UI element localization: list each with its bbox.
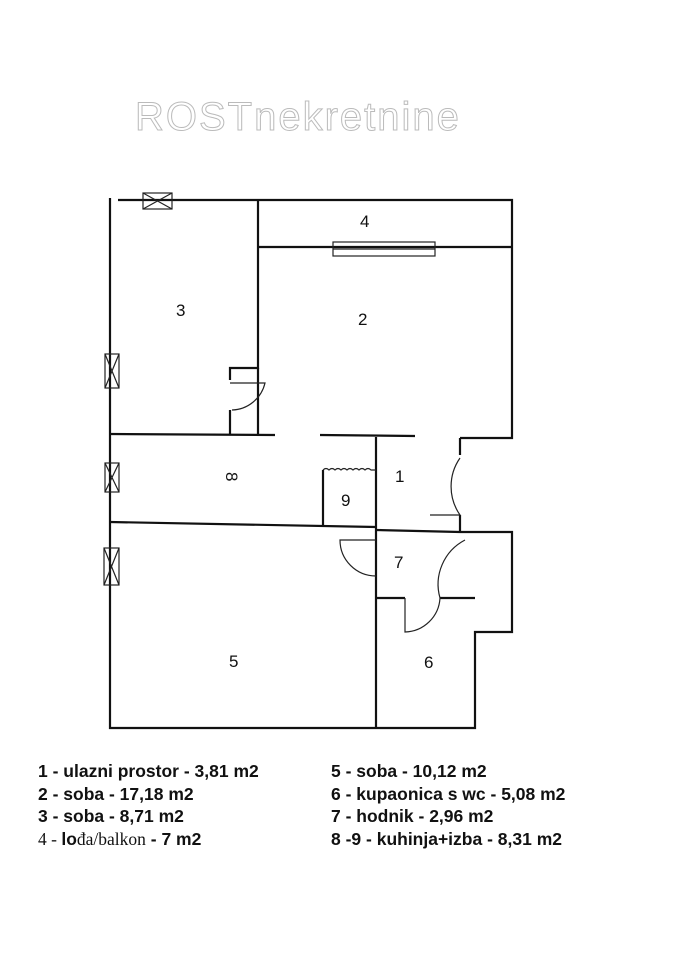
entry-door-swing	[430, 457, 462, 516]
door-swing	[230, 382, 266, 411]
legend-item-3: 3 - soba - 8,71 m2	[38, 806, 184, 826]
legend-item-8-9: 8 -9 - kuhinja+izba - 8,31 m2	[331, 828, 562, 849]
window-icon	[104, 353, 120, 389]
room-label-9: 9	[341, 491, 350, 510]
door-swing	[404, 597, 441, 633]
wall	[109, 432, 276, 437]
wall	[109, 520, 377, 529]
window-icon	[142, 192, 173, 210]
room-label-5: 5	[229, 652, 238, 671]
window-icon	[104, 462, 120, 493]
legend-item-4-name-bold: lo	[61, 828, 77, 849]
legend-item-4: 4 - lođa/balkon - 7 m2	[38, 828, 259, 851]
room-label-6: 6	[424, 653, 433, 672]
legend-right: 5 - soba - 10,12 m2 6 - kupaonica s wc -…	[331, 760, 565, 850]
legend-item-4-area: - 7 m2	[145, 828, 202, 849]
door-swing	[339, 539, 377, 577]
wall	[375, 528, 461, 534]
room-label-3: 3	[176, 301, 185, 320]
wall	[319, 433, 416, 438]
room3-wall	[228, 200, 260, 380]
legend-item-2: 2 - soba - 17,18 m2	[38, 783, 194, 804]
legend-item-6: 6 - kupaonica s wc - 5,08 m2	[331, 783, 566, 804]
door-swing	[437, 539, 466, 599]
window-icon	[103, 547, 120, 586]
legend-item-1: 1 - ulazni prostor - 3,81 m2	[38, 761, 259, 781]
room-label-8: 8	[222, 472, 241, 481]
legend-item-4-prefix: 4 -	[38, 828, 62, 849]
legend-left: 1 - ulazni prostor - 3,81 m2 2 - soba - …	[38, 760, 259, 850]
legend-item-5: 5 - soba - 10,12 m2	[331, 761, 487, 781]
room-label-2: 2	[358, 310, 367, 329]
outer-wall	[108, 198, 514, 730]
room-label-1: 1	[395, 467, 404, 486]
watermark: ROSTnekretnine	[135, 95, 461, 139]
pantry-top	[322, 467, 376, 471]
room-label-7: 7	[394, 553, 403, 572]
room-label-4: 4	[360, 212, 369, 231]
legend-item-7: 7 - hodnik - 2,96 m2	[331, 806, 494, 826]
legend-item-4-name: đa/balkon	[76, 828, 146, 849]
